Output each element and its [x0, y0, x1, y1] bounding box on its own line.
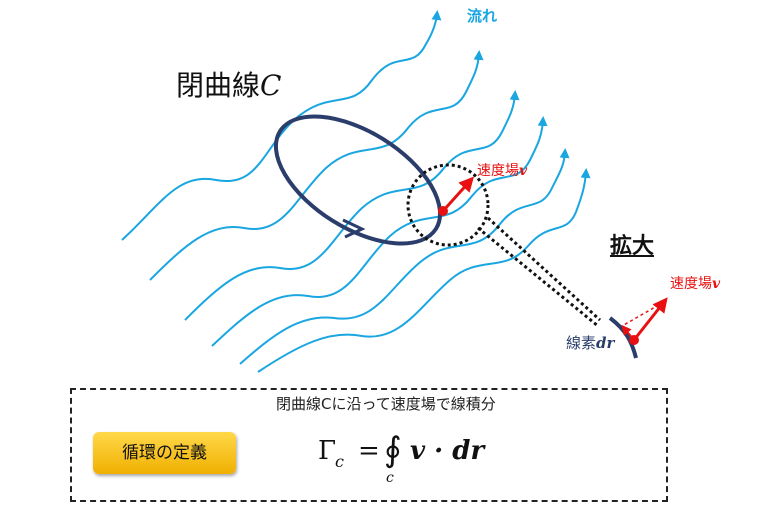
line-element-label: 線素dr [566, 336, 614, 351]
curve-point-top [438, 206, 448, 216]
streamline-2 [149, 50, 484, 281]
streamline-3 [184, 90, 520, 321]
velocity-field-label-zoomed: 速度場v [670, 277, 720, 291]
velocity-arrow-top [441, 176, 475, 213]
tangent-projection-dashed [621, 301, 665, 327]
zoom-connector [477, 216, 602, 328]
velocity-arrow-zoomed [632, 297, 668, 341]
velocity-symbol: v [519, 163, 528, 179]
closed-curve-text: 閉曲線 [176, 69, 261, 102]
formula-integral-subscript: c [386, 470, 394, 486]
curve-point-zoomed [629, 335, 639, 345]
velocity-field-label-top: 速度場v [477, 164, 527, 178]
definition-box [70, 388, 668, 502]
closed-curve-label: 閉曲線C [176, 72, 281, 100]
zoom-label: 拡大 [610, 234, 655, 259]
formula-equals: = [358, 436, 380, 466]
formula-contour-integral: ∮ [384, 430, 402, 470]
flow-label: 流れ [467, 7, 498, 25]
streamline-1 [121, 10, 442, 241]
closed-curve-symbol: C [260, 69, 282, 102]
definition-badge: 循環の定義 [93, 432, 236, 474]
velocity-field-text: 速度場 [477, 163, 519, 179]
zoom-circle [406, 163, 490, 247]
flow-streamlines [121, 10, 591, 373]
formula-integrand: v · dr [410, 436, 485, 466]
streamline-4 [211, 116, 548, 347]
line-element-text: 線素 [566, 334, 597, 352]
line-element-dr [608, 316, 638, 359]
curve-direction-arrowhead [342, 218, 366, 239]
streamline-6 [257, 168, 591, 373]
closed-curve-c [273, 114, 443, 246]
formula-gamma: Γ [318, 436, 337, 466]
line-element-symbol: dr [596, 334, 615, 352]
velocity-symbol-zoomed: v [712, 276, 721, 292]
velocity-field-text-zoomed: 速度場 [670, 276, 712, 292]
streamline-5 [239, 148, 570, 365]
definition-caption: 閉曲線Cに沿って速度場で線積分 [276, 395, 496, 413]
formula-gamma-subscript: c [335, 452, 344, 471]
